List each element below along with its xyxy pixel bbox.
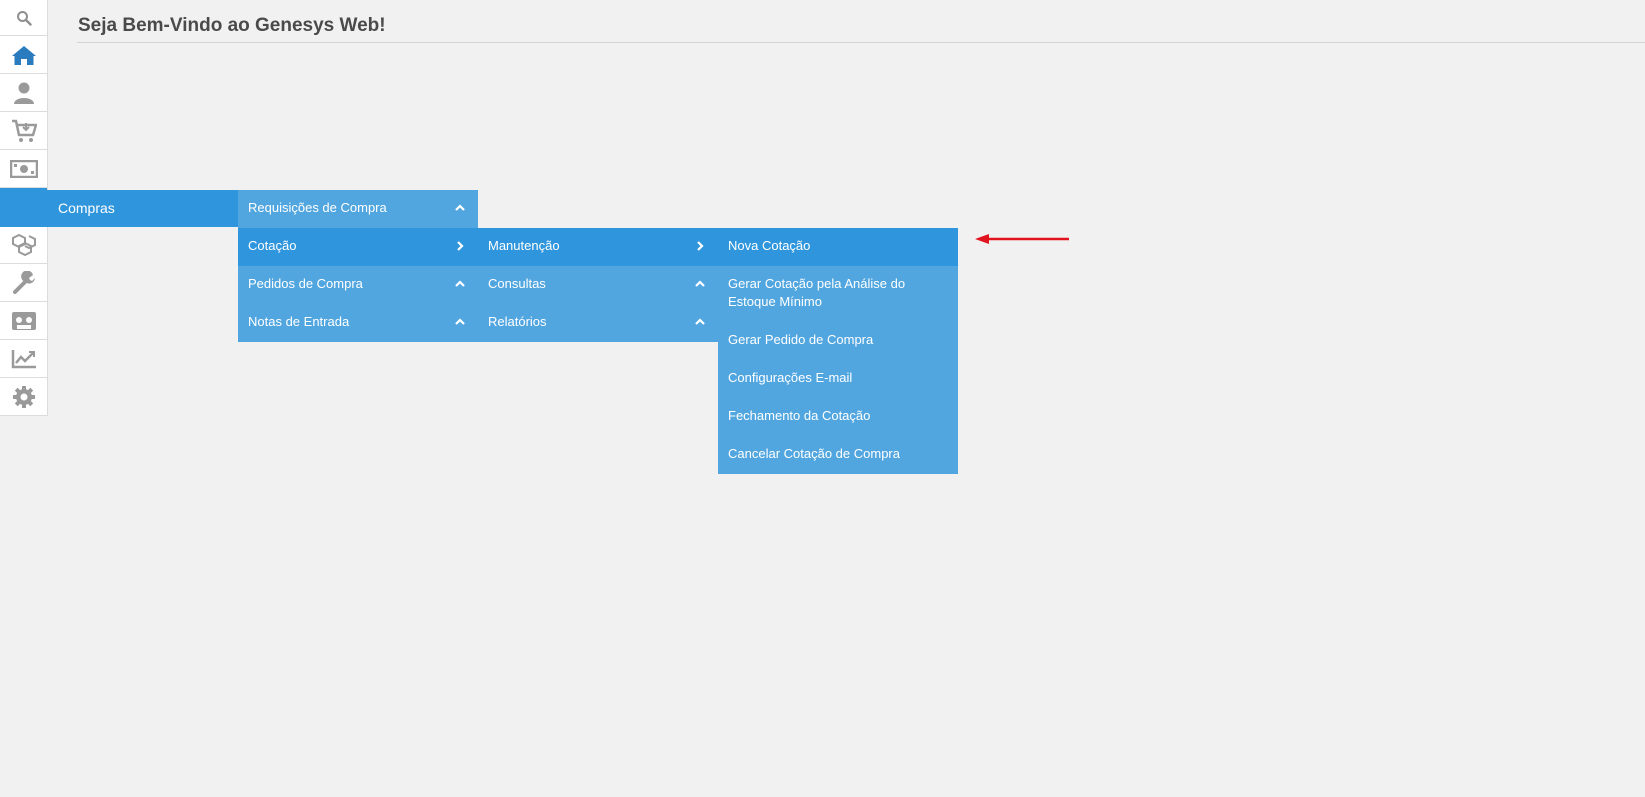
sidebar-item-cart-download[interactable]: [0, 112, 47, 150]
menu-item-pedidos[interactable]: Pedidos de Compra: [238, 266, 478, 304]
sidebar-item-user[interactable]: [0, 74, 47, 112]
menu-item-gerar-pedido[interactable]: Gerar Pedido de Compra: [718, 322, 958, 360]
cassette-icon: [11, 311, 36, 330]
annotation-arrow-icon: [975, 234, 1069, 244]
menu-item-label: Manutenção: [488, 238, 560, 253]
sidebar-item-cassette[interactable]: [0, 302, 47, 340]
menu-compras[interactable]: Compras: [0, 190, 238, 227]
menu-item-label: Consultas: [488, 276, 546, 291]
menu-item-relatorios[interactable]: Relatórios: [478, 304, 718, 342]
gear-icon: [12, 385, 35, 408]
menu-item-cotacao[interactable]: Cotação: [238, 228, 478, 266]
sidebar-item-home[interactable]: [0, 36, 47, 74]
chevron-up-icon: [455, 204, 465, 211]
search-icon: [16, 10, 32, 26]
menu-item-manutencao[interactable]: Manutenção: [478, 228, 718, 266]
chart-line-icon: [11, 349, 36, 368]
menu-item-notas[interactable]: Notas de Entrada: [238, 304, 478, 342]
sidebar-item-wrench[interactable]: [0, 264, 47, 302]
menu-item-nova-cotacao[interactable]: Nova Cotação: [718, 228, 958, 266]
sidebar-item-chart[interactable]: [0, 340, 47, 378]
menu-item-label: Pedidos de Compra: [248, 276, 363, 291]
page-header: Seja Bem-Vindo ao Genesys Web!: [77, 0, 1645, 43]
menu-item-cancelar[interactable]: Cancelar Cotação de Compra: [718, 436, 958, 474]
submenu-compras: Requisições de Compra Cotação Pedidos de…: [238, 190, 478, 342]
chevron-up-icon: [455, 318, 465, 325]
page-title: Seja Bem-Vindo ao Genesys Web!: [78, 15, 386, 36]
chevron-up-icon: [455, 280, 465, 287]
home-icon: [11, 45, 36, 65]
money-icon: [9, 159, 38, 178]
menu-item-label: Cancelar Cotação de Compra: [728, 446, 900, 461]
chevron-right-icon: [697, 241, 704, 251]
menu-item-label: Configurações E-mail: [728, 370, 853, 385]
menu-item-label: Notas de Entrada: [248, 314, 350, 329]
chevron-right-icon: [457, 241, 464, 251]
cart-download-icon: [11, 119, 37, 142]
menu-item-gerar-cotacao-estoque[interactable]: Gerar Cotação pela Análise do Estoque Mí…: [718, 266, 958, 322]
menu-item-fechamento[interactable]: Fechamento da Cotação: [718, 398, 958, 436]
chevron-up-icon: [695, 318, 705, 325]
wrench-icon: [12, 270, 35, 294]
menu-item-label: Requisições de Compra: [248, 200, 387, 215]
sidebar-item-settings[interactable]: [0, 378, 47, 416]
cubes-icon: [11, 233, 36, 256]
chevron-up-icon: [695, 280, 705, 287]
menu-item-consultas[interactable]: Consultas: [478, 266, 718, 304]
menu-item-requisicoes[interactable]: Requisições de Compra: [238, 190, 478, 228]
sidebar-item-cubes[interactable]: [0, 226, 47, 264]
sidebar-item-money[interactable]: [0, 150, 47, 188]
menu-item-label: Cotação: [248, 238, 297, 253]
menu-item-label: Relatórios: [488, 314, 547, 329]
sidebar-item-search[interactable]: [0, 0, 47, 36]
menu-item-label: Gerar Cotação pela Análise do Estoque Mí…: [728, 276, 906, 309]
submenu-manutencao: Nova Cotação Gerar Cotação pela Análise …: [718, 228, 958, 474]
menu-item-config-email[interactable]: Configurações E-mail: [718, 360, 958, 398]
menu-compras-label: Compras: [58, 200, 115, 216]
menu-item-label: Fechamento da Cotação: [728, 408, 871, 423]
menu-item-label: Nova Cotação: [728, 238, 811, 253]
menu-item-label: Gerar Pedido de Compra: [728, 332, 874, 347]
user-icon: [13, 82, 34, 104]
submenu-cotacao: Manutenção Consultas Relatórios: [478, 228, 718, 342]
